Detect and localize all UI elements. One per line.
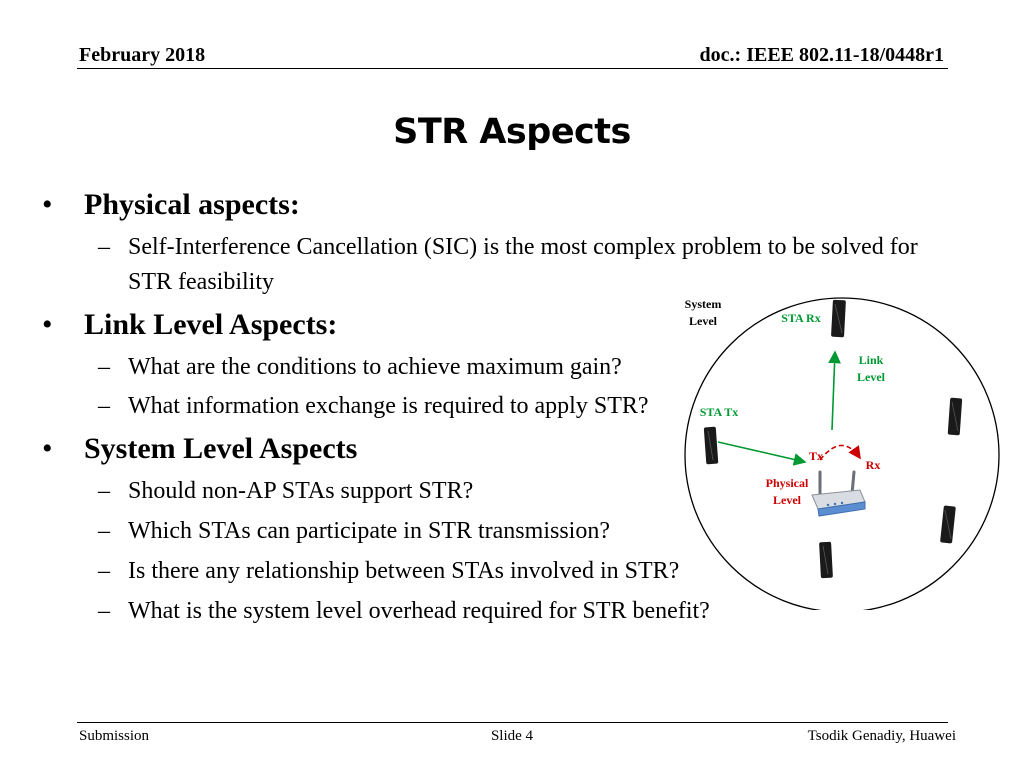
section-heading: System Level Aspects: [84, 432, 358, 465]
physical-level-label-line2: Level: [773, 493, 802, 507]
dash-glyph: –: [98, 478, 110, 504]
link-level-label: Link: [859, 353, 884, 367]
sub-bullet-text: Is there any relationship between STAs i…: [128, 558, 680, 584]
sta-tx-label: STA Tx: [700, 405, 739, 419]
dash-glyph: –: [98, 518, 110, 544]
sub-bullet-text: Self-Interference Cancellation (SIC) is …: [128, 234, 918, 295]
tx-label: Tx: [809, 449, 823, 463]
section-heading: Link Level Aspects:: [84, 308, 338, 341]
sub-bullet-text: What information exchange is required to…: [128, 393, 649, 419]
sub-bullet-text: What is the system level overhead requir…: [128, 598, 710, 624]
sub-bullet: – Should non-AP STAs support STR?: [40, 474, 1000, 509]
system-level-label-line2: Level: [689, 314, 718, 328]
sta-tx-device-icon: [703, 426, 719, 465]
link-level-label-line2: Level: [857, 370, 886, 384]
slide-title: STR Aspects: [393, 112, 631, 152]
bullet-glyph: •: [42, 308, 53, 341]
physical-level-label: Physical: [766, 476, 809, 490]
slide-content: • Physical aspects: – Self-Interference …: [40, 186, 1000, 629]
rx-label: Rx: [866, 458, 881, 472]
footer-slide-number: Slide 4: [490, 728, 534, 744]
sub-bullet: – Self-Interference Cancellation (SIC) i…: [40, 230, 958, 300]
dash-glyph: –: [98, 234, 110, 260]
footer-rule: [77, 722, 948, 723]
system-boundary-circle: [684, 297, 1000, 610]
footer-author: Tsodik Genadiy, Huawei: [807, 728, 956, 744]
sta-tx-arrow: [717, 441, 807, 466]
sta-device-right-icon: [947, 397, 963, 436]
dash-glyph: –: [98, 354, 110, 380]
bullet-glyph: •: [42, 432, 53, 465]
section-heading: Physical aspects:: [84, 188, 300, 221]
sta-rx-label: STA Rx: [781, 311, 820, 325]
sta-rx-device-icon: [831, 299, 846, 338]
dash-glyph: –: [98, 598, 110, 624]
sub-bullet: – What information exchange is required …: [40, 389, 688, 424]
sub-bullet: – What are the conditions to achieve max…: [40, 350, 688, 385]
self-interference-arrow: [819, 444, 861, 461]
sub-bullet: – Which STAs can participate in STR tran…: [40, 514, 1000, 549]
bullet-system-level: • System Level Aspects: [40, 430, 1000, 468]
system-level-label: System: [685, 297, 722, 311]
footer-submission: Submission: [79, 728, 150, 744]
dash-glyph: –: [98, 558, 110, 584]
bullet-physical-aspects: • Physical aspects:: [40, 186, 1000, 224]
header-date: February 2018: [79, 44, 206, 66]
sub-bullet: – Is there any relationship between STAs…: [40, 554, 1000, 589]
sub-bullet-text: Which STAs can participate in STR transm…: [128, 518, 610, 544]
access-point-router-icon: [811, 470, 866, 517]
link-level-arrow: [828, 350, 841, 431]
sta-device-bottom-icon: [819, 541, 833, 579]
sub-bullet: – What is the system level overhead requ…: [40, 594, 1000, 629]
bullet-glyph: •: [42, 188, 53, 221]
header-rule: [77, 68, 948, 69]
sub-bullet-text: What are the conditions to achieve maxim…: [128, 354, 622, 380]
sta-device-lower-right-icon: [940, 505, 956, 544]
dash-glyph: –: [98, 393, 110, 419]
str-levels-diagram: System Level STA Rx Link Level STA Tx Tx…: [684, 297, 1000, 610]
bullet-link-level: • Link Level Aspects:: [40, 306, 1000, 344]
sub-bullet-text: Should non-AP STAs support STR?: [128, 478, 474, 504]
header-doc-id: doc.: IEEE 802.11-18/0448r1: [699, 44, 944, 66]
